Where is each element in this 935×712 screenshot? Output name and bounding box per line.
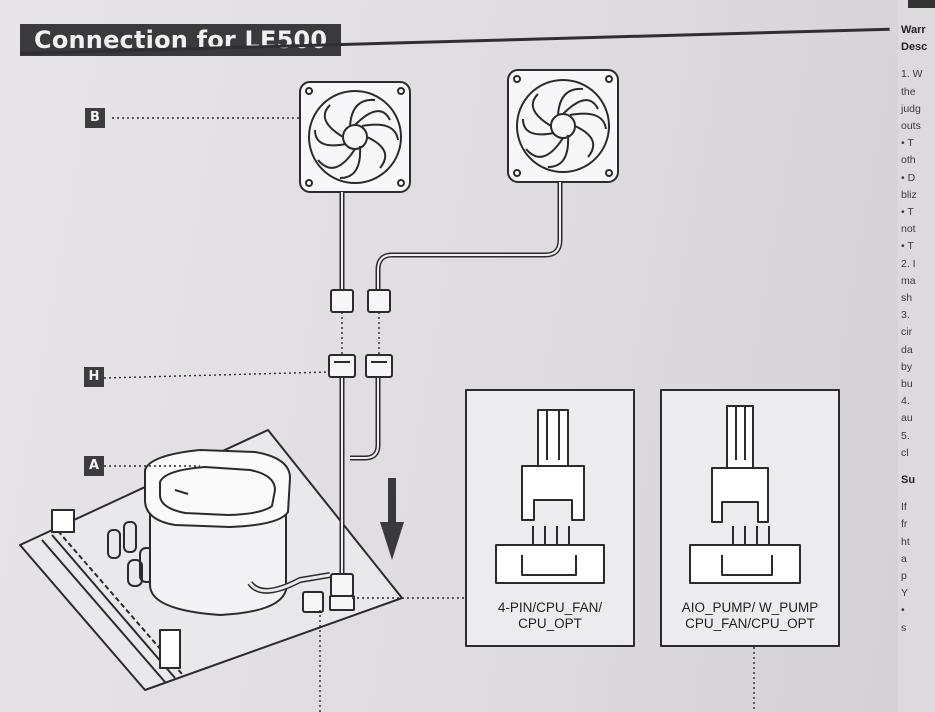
- adjacent-text-line: ht: [901, 535, 910, 548]
- pump-block: [144, 449, 331, 616]
- adjacent-text-line: • T: [901, 206, 914, 218]
- caption-4pin-line2: CPU_OPT: [518, 616, 582, 631]
- adjacent-text-line: 5.: [901, 429, 910, 442]
- adjacent-text-line: 1. W: [901, 68, 923, 81]
- caption-pump-line1: AIO_PUMP/ W_PUMP: [681, 600, 819, 615]
- adjacent-text-line: 3.: [901, 309, 910, 322]
- adjacent-text-line: by: [901, 360, 913, 373]
- header-box-pump: [660, 389, 840, 647]
- adjacent-text-line: If: [901, 501, 907, 514]
- splitter-connectors: [328, 354, 393, 378]
- caption-pump-line2: CPU_FAN/CPU_OPT: [685, 616, 815, 631]
- connection-diagram: [19, 69, 840, 712]
- fan-left: [299, 81, 411, 193]
- adjacent-text-line: Warr: [901, 24, 926, 36]
- marker-a: A: [84, 456, 104, 476]
- adjacent-text-line: fr: [901, 518, 908, 531]
- adjacent-text-line: au: [901, 412, 913, 425]
- adjacent-text-line: the: [901, 85, 916, 98]
- adjacent-text-line: • T: [901, 137, 914, 150]
- adjacent-text-line: cl: [901, 446, 909, 459]
- adjacent-text-line: Su: [901, 474, 916, 486]
- adjacent-text-line: 4.: [901, 395, 910, 408]
- header-connectors: [302, 573, 355, 613]
- down-arrow-icon: [380, 478, 404, 560]
- adjacent-text-line: s: [901, 621, 907, 634]
- adjacent-text-line: da: [901, 343, 913, 356]
- caption-4pin-line1: 4-PIN/CPU_FAN/: [497, 600, 603, 615]
- fan-connectors: [330, 289, 391, 313]
- adjacent-text-line: •: [901, 604, 905, 617]
- adjacent-text-line: not: [901, 223, 916, 236]
- adjacent-text-line: outs: [901, 120, 921, 132]
- caption-4pin: 4-PIN/CPU_FAN/ CPU_OPT: [466, 600, 634, 632]
- adjacent-text-line: ma: [901, 274, 916, 287]
- adjacent-text-line: Y: [901, 587, 909, 600]
- marker-b: B: [85, 108, 105, 128]
- marker-h: H: [84, 367, 104, 387]
- adjacent-text-line: Desc: [901, 41, 928, 54]
- caption-pump: AIO_PUMP/ W_PUMP CPU_FAN/CPU_OPT: [661, 600, 839, 632]
- header-bar: [908, 0, 935, 8]
- fan-right: [507, 69, 619, 183]
- adjacent-text-line: p: [901, 570, 907, 582]
- adjacent-text-line: bliz: [901, 188, 917, 201]
- adjacent-text-line: bu: [901, 378, 913, 390]
- adjacent-text-line: sh: [901, 292, 913, 304]
- adjacent-text-line: 2. I: [901, 257, 916, 270]
- adjacent-text-line: judg: [901, 102, 921, 115]
- header-box-4pin: [465, 389, 635, 647]
- adjacent-text-line: oth: [901, 154, 916, 167]
- adjacent-text-line: • D: [901, 171, 916, 184]
- adjacent-text-line: a: [901, 552, 907, 565]
- adjacent-text-line: • T: [901, 240, 914, 253]
- adjacent-text-line: cir: [901, 326, 913, 339]
